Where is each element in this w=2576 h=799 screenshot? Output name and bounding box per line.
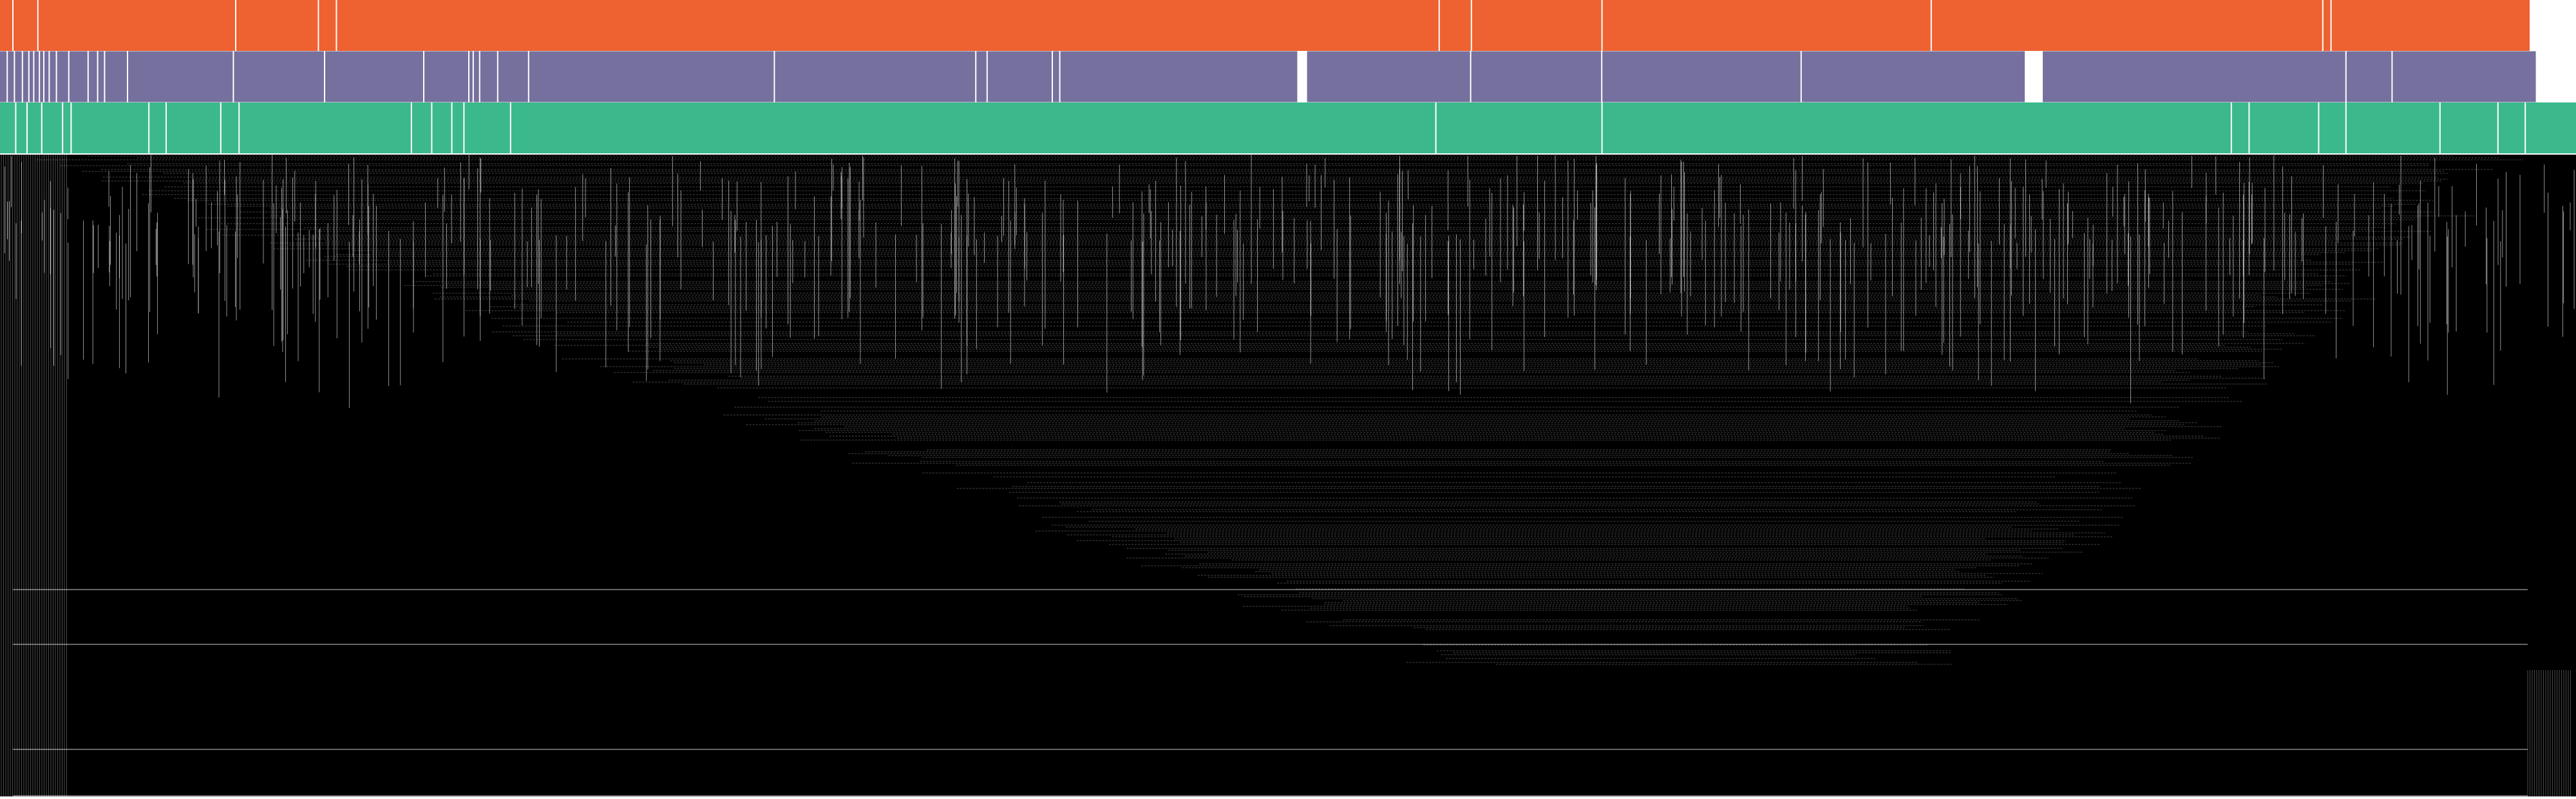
band-2-gap-2	[2025, 51, 2043, 102]
band-1	[0, 0, 2530, 51]
band-2-gap-1	[1297, 51, 1307, 102]
band-2	[0, 51, 2536, 102]
line-field-texture	[1, 155, 2575, 796]
line-field-base	[0, 155, 2576, 796]
band-3-fill	[0, 102, 2576, 153]
band-3	[0, 102, 2576, 153]
dense-line-field	[0, 155, 2576, 796]
band-2-fill	[0, 51, 2536, 102]
band-1-fill	[0, 0, 2530, 51]
category-bands	[0, 0, 2576, 153]
